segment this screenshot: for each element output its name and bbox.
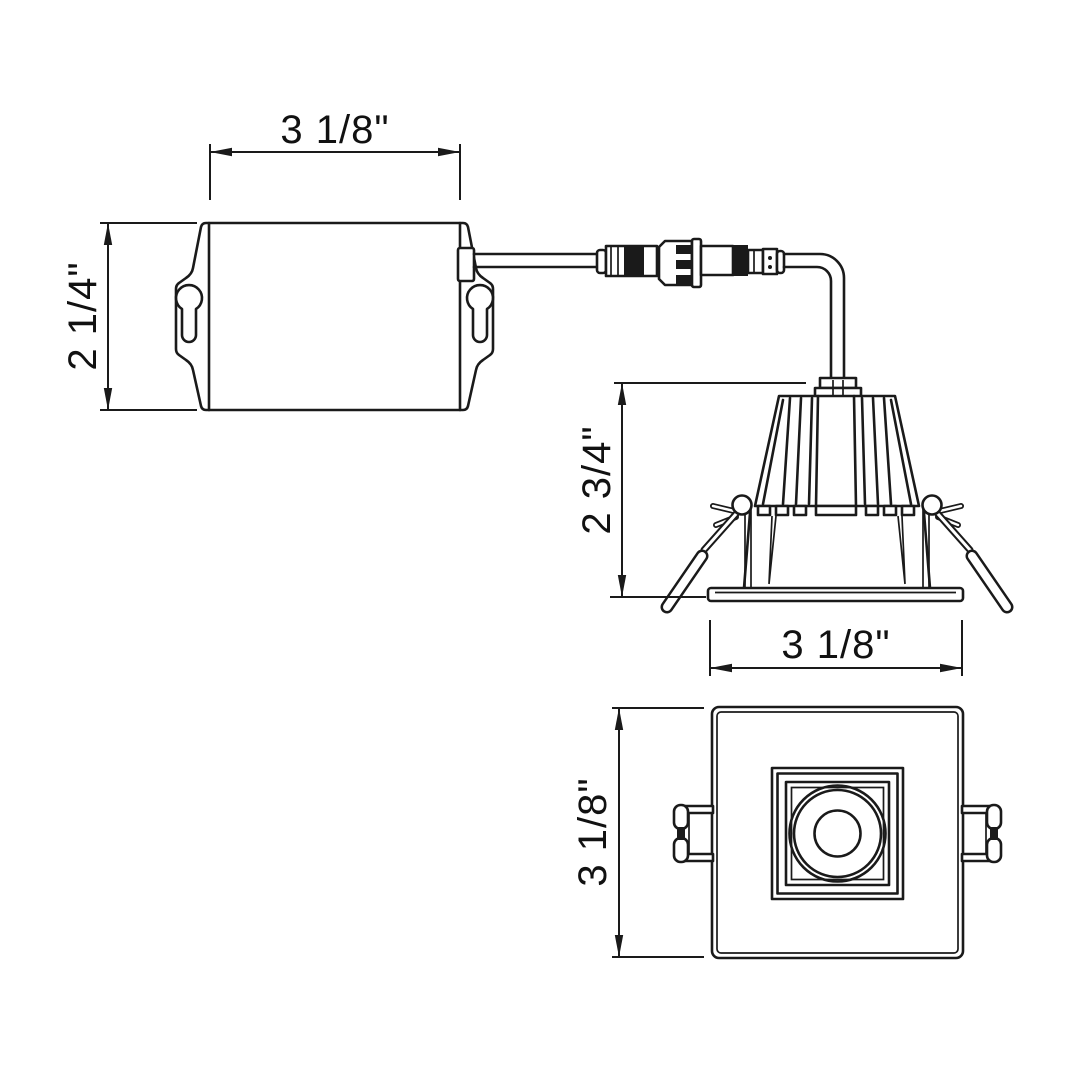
driver-box-side-view [174,221,495,412]
clip-bracket-right [922,506,930,588]
body-seam-right [897,515,906,585]
dim-label-trim-plate: 3 1/8" [571,777,615,886]
fin-tip [900,504,916,517]
fin-line [889,398,913,506]
clip-handle-face [968,552,1011,611]
fin-tip [882,504,898,517]
nut-spline-tooth [676,275,692,284]
clip-fork-prong-face [711,504,736,513]
heatsink-fins [761,394,913,508]
arrowhead-left [210,147,232,157]
nut-flange-plate [690,237,703,289]
reflector-inner-circle [792,788,883,879]
connector-barrel-right [699,244,735,277]
keyhole-slot-right [465,283,495,344]
frame-band-outer [776,772,899,895]
trim-cone-body [742,506,932,590]
fin-tip [792,504,808,517]
fin-tip [774,504,790,517]
reflector-outer-circle [788,784,887,883]
trim-plate-outline [710,705,965,960]
connector-black-band-right [733,245,748,276]
tab-spring-joint [677,827,685,840]
strain-relief-top [818,376,858,390]
connector-pin-block [761,247,779,276]
arrowhead-bottom [103,388,113,410]
tab-spring-joint [990,827,998,840]
downlight-side-view [660,376,1014,614]
dim-label-flange-width: 3 1/8" [781,623,890,667]
aperture-frame [770,766,905,901]
led-lens-circle [813,809,862,858]
connector-end-cap-right [775,249,786,275]
dim-label-downlight-height: 2 3/4" [575,425,619,534]
fin-line [860,396,867,506]
friction-tab-left [672,803,715,864]
clip-rod-face [702,512,738,552]
nut-spline-tooth [676,245,692,254]
fin-line [807,396,814,506]
tab-spring-lower [985,836,1003,864]
dim-trim-plate-height: 3 1/8" [571,707,704,958]
clip-handle-face [663,552,706,611]
arrowhead-top [614,708,624,730]
friction-tab-right [960,803,1003,864]
tab-spring-lower [672,836,690,864]
dim-label-driver-height: 2 1/4" [61,261,105,370]
trim-flange-side [706,586,965,603]
arrowhead-bottom [617,575,627,597]
connector-pin-dot [768,265,772,269]
downlight-bottom-view [672,705,1003,960]
fin-line [781,396,792,506]
clip-rod-face [936,512,972,552]
arrowhead-top [617,383,627,405]
cable-bend-inner [782,265,833,381]
fin-line [882,396,893,506]
clip-bracket-left [744,506,752,588]
cable-bend-outer [782,252,846,381]
keyhole-slot-left [174,283,204,344]
clip-pivot-ring [921,494,943,516]
connector-step [746,248,765,275]
dim-label-driver-width: 3 1/8" [280,108,389,152]
clip-fork-prong-face [938,504,963,513]
frame-outer-square [770,766,905,901]
heatsink-fin-tips [756,504,916,517]
spring-clip-right [921,494,1014,614]
tab-spring-upper [985,803,1003,831]
dim-downlight-flange-width: 3 1/8" [709,620,963,676]
arrowhead-bottom [614,935,624,957]
connector-end-cap-left [595,248,608,275]
cable-exit-stub [456,246,476,283]
fin-tip [864,504,880,517]
fin-line [794,396,803,506]
trim-plate-inner-edge [716,711,959,954]
fin-line [761,398,785,506]
dim-driver-box-width: 3 1/8" [209,108,461,200]
tab-spring-upper [672,803,690,831]
dim-driver-box-height: 2 1/4" [61,222,197,411]
clip-pivot-ring [731,494,753,516]
frame-inner-square [790,786,885,881]
fin-line [814,394,820,508]
quick-connector [595,237,786,289]
fin-line [871,396,880,506]
body-seam-left [768,515,777,585]
driver-box-outline [174,221,495,412]
dim-downlight-height: 2 3/4" [575,382,806,598]
arrowhead-right [438,147,460,157]
spring-clip-left [660,494,753,614]
frame-band-inner [784,780,891,887]
interconnect-cable [472,237,846,381]
arrowhead-right [940,663,962,673]
fin-line [852,394,858,508]
fin-tip [814,504,858,517]
arrowhead-top [103,223,113,245]
arrowhead-left [710,663,732,673]
nut-spline-tooth [676,260,692,269]
connector-black-band-left [624,245,644,277]
connector-pin-dot [768,256,772,260]
fin-tip [756,504,772,517]
